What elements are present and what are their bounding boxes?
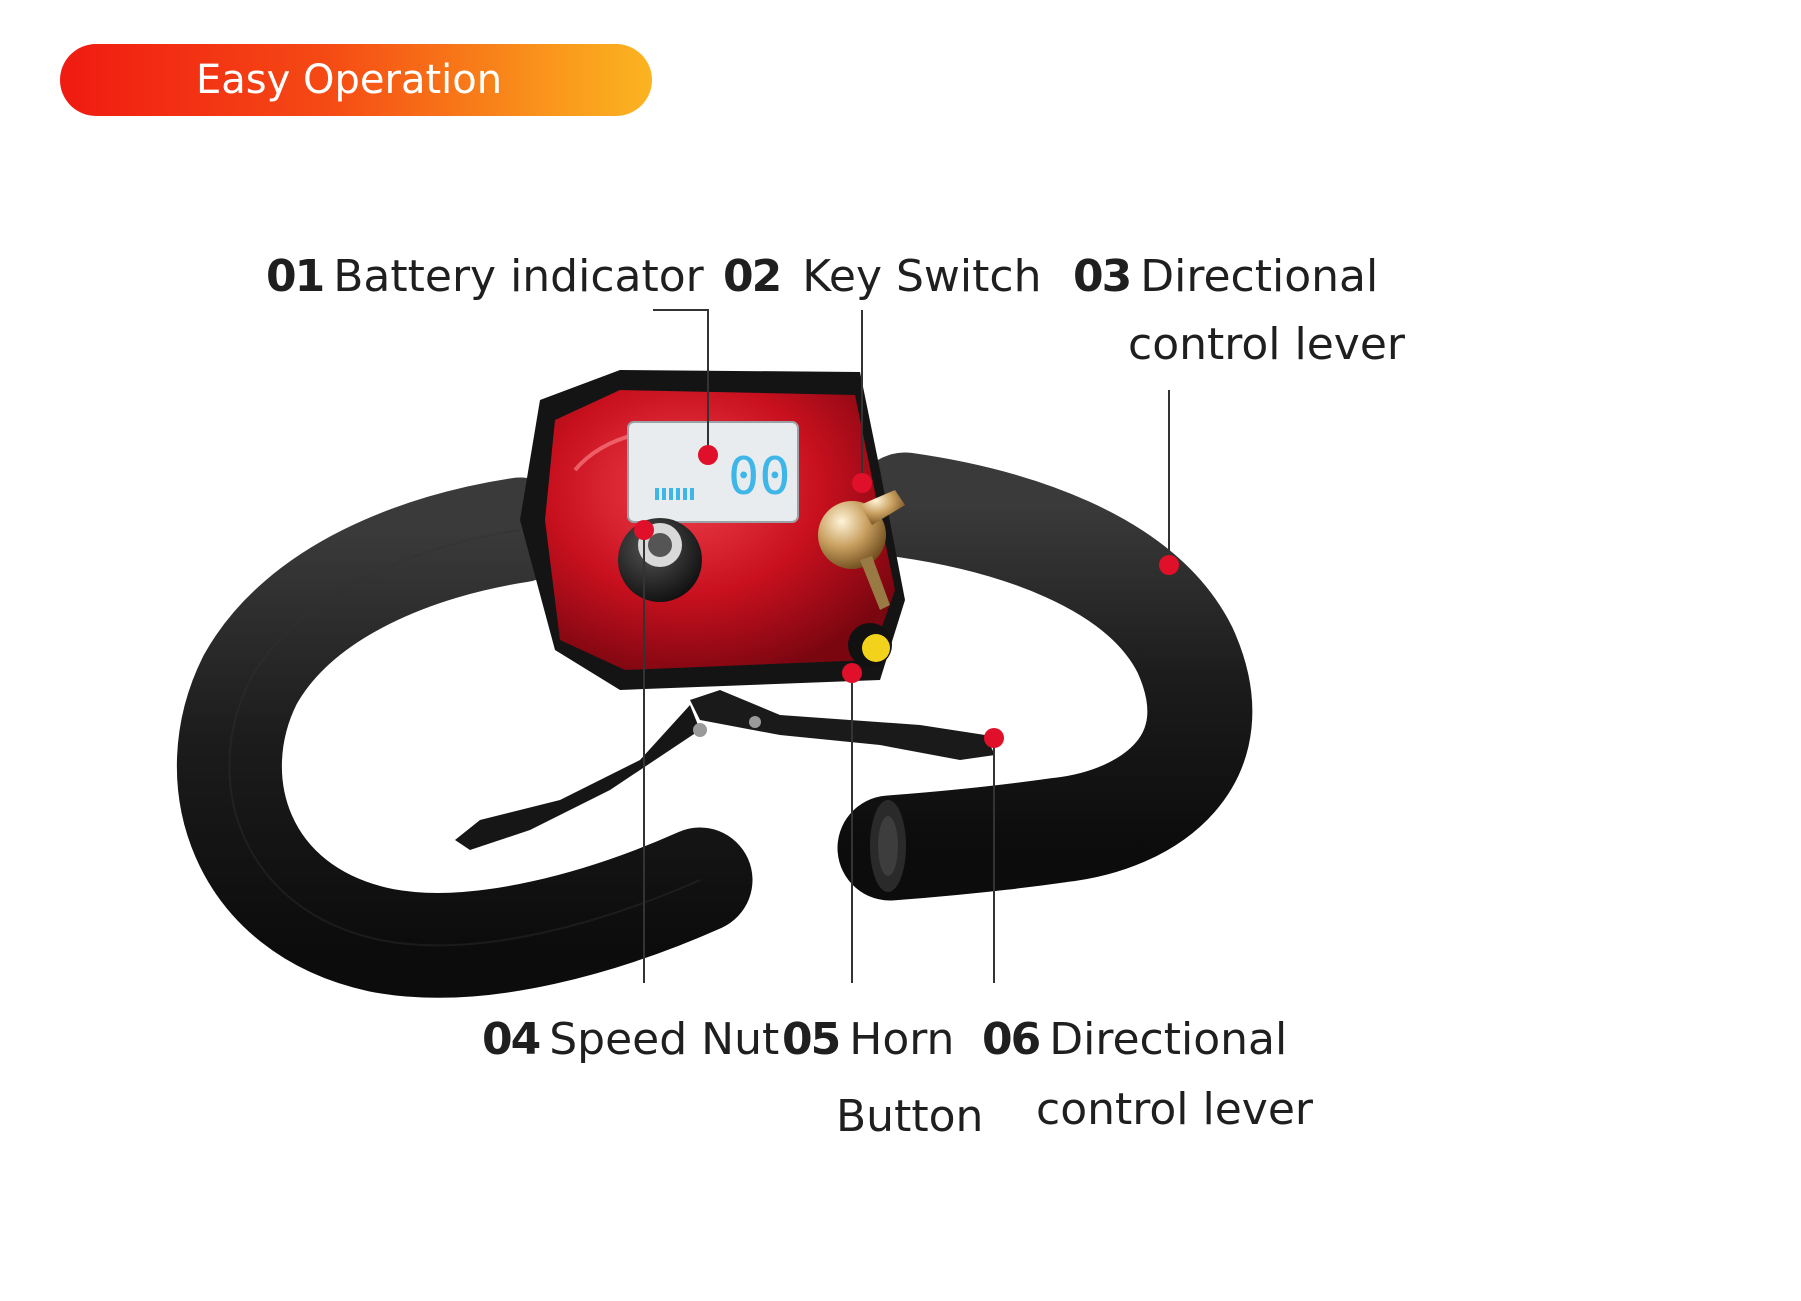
callout-05-line2: Button xyxy=(836,1091,984,1142)
callout-dot-01 xyxy=(698,445,718,465)
callout-dot-04 xyxy=(634,520,654,540)
callout-dot-03 xyxy=(1159,555,1179,575)
callout-01-number: 01 xyxy=(266,251,325,302)
callout-dot-05 xyxy=(842,663,862,683)
lcd-display: 00 xyxy=(627,421,799,523)
callout-05-number: 05 xyxy=(782,1014,841,1065)
left-grip xyxy=(177,477,753,998)
callout-06-line2: control lever xyxy=(1036,1084,1313,1135)
callout-dots xyxy=(634,445,1179,748)
callout-02: 02 Key Switch xyxy=(723,242,1041,312)
callout-04-text: Speed Nut xyxy=(549,1014,780,1065)
leader-line-01 xyxy=(653,309,709,455)
right-grip xyxy=(837,452,1253,901)
callout-02-number: 02 xyxy=(723,251,782,302)
callout-06-text: Directional xyxy=(1049,1014,1288,1065)
callout-dot-06 xyxy=(984,728,1004,748)
callout-03-line2: control lever xyxy=(1128,319,1405,370)
callout-06-number: 06 xyxy=(982,1014,1041,1065)
leader-lines xyxy=(643,309,1170,983)
callout-04-number: 04 xyxy=(482,1014,541,1065)
banner-title: Easy Operation xyxy=(196,57,503,103)
callout-dot-02 xyxy=(852,473,872,493)
tiller-bracket xyxy=(455,690,995,850)
callout-03-number: 03 xyxy=(1073,251,1132,302)
speed-knob[interactable] xyxy=(618,518,702,602)
horn-button[interactable] xyxy=(848,623,892,667)
key-switch[interactable] xyxy=(818,490,905,610)
easy-operation-banner: Easy Operation xyxy=(60,44,652,116)
callout-03-text: Directional xyxy=(1140,251,1379,302)
callout-01-text: Battery indicator xyxy=(333,251,704,302)
callout-05-text: Horn xyxy=(849,1014,955,1065)
display-reading: 00 xyxy=(728,447,791,507)
callout-02-text: Key Switch xyxy=(802,251,1042,302)
battery-level-bars xyxy=(655,488,694,500)
